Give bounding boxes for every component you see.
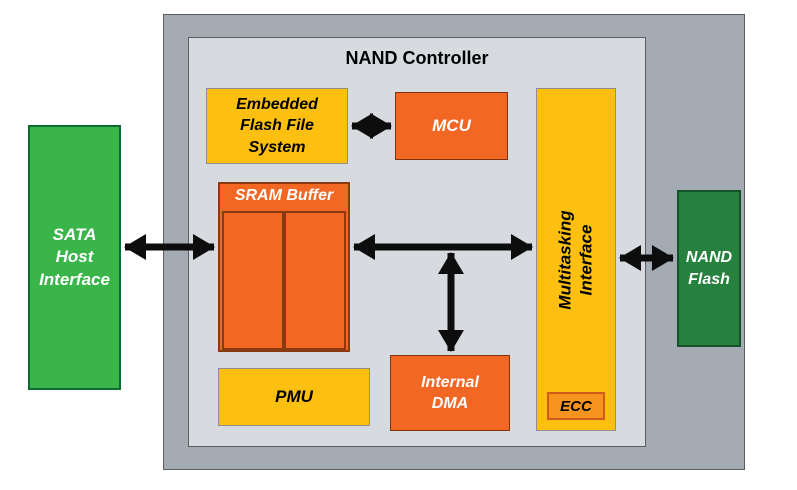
sram-buffer-block: SRAM Buffer <box>218 182 350 352</box>
sram-bank <box>222 211 284 350</box>
block-label-line: System <box>248 138 306 156</box>
internal-dma-block: Internal DMA <box>390 355 510 431</box>
nand-flash-block: NAND Flash <box>677 190 741 347</box>
block-label: PMU <box>275 386 313 406</box>
block-label: Multitasking Interface <box>555 210 597 309</box>
block-label: ECC <box>560 397 592 415</box>
block-label-line: DMA <box>431 395 469 412</box>
block-label: MCU <box>432 115 471 135</box>
ecc-block: ECC <box>547 392 605 420</box>
block-label-line: Embedded <box>236 96 318 114</box>
sram-buffer-banks <box>222 211 346 350</box>
embedded-flash-file-system-block: Embedded Flash File System <box>206 88 348 164</box>
sata-host-interface-block: SATA Host Interface <box>28 125 121 390</box>
block-label-line: Flash <box>688 270 730 288</box>
block-label-line: NAND <box>685 249 733 267</box>
block-label-line: Interface <box>39 269 110 289</box>
block-label-line: Multitasking <box>556 209 576 310</box>
block-label-line: Host <box>55 247 94 267</box>
multitasking-interface-block: Multitasking Interface ECC <box>536 88 616 431</box>
pmu-block: PMU <box>218 368 370 426</box>
mcu-block: MCU <box>395 92 508 160</box>
block-label: SRAM Buffer <box>234 187 334 204</box>
block-label-line: Interface <box>577 224 597 295</box>
block-label-line: Internal <box>421 373 479 391</box>
sram-bank <box>284 211 346 350</box>
block-label-line: Flash File <box>240 117 314 135</box>
diagram-title: NAND Controller <box>345 48 489 68</box>
block-label-line: SATA <box>52 224 97 244</box>
